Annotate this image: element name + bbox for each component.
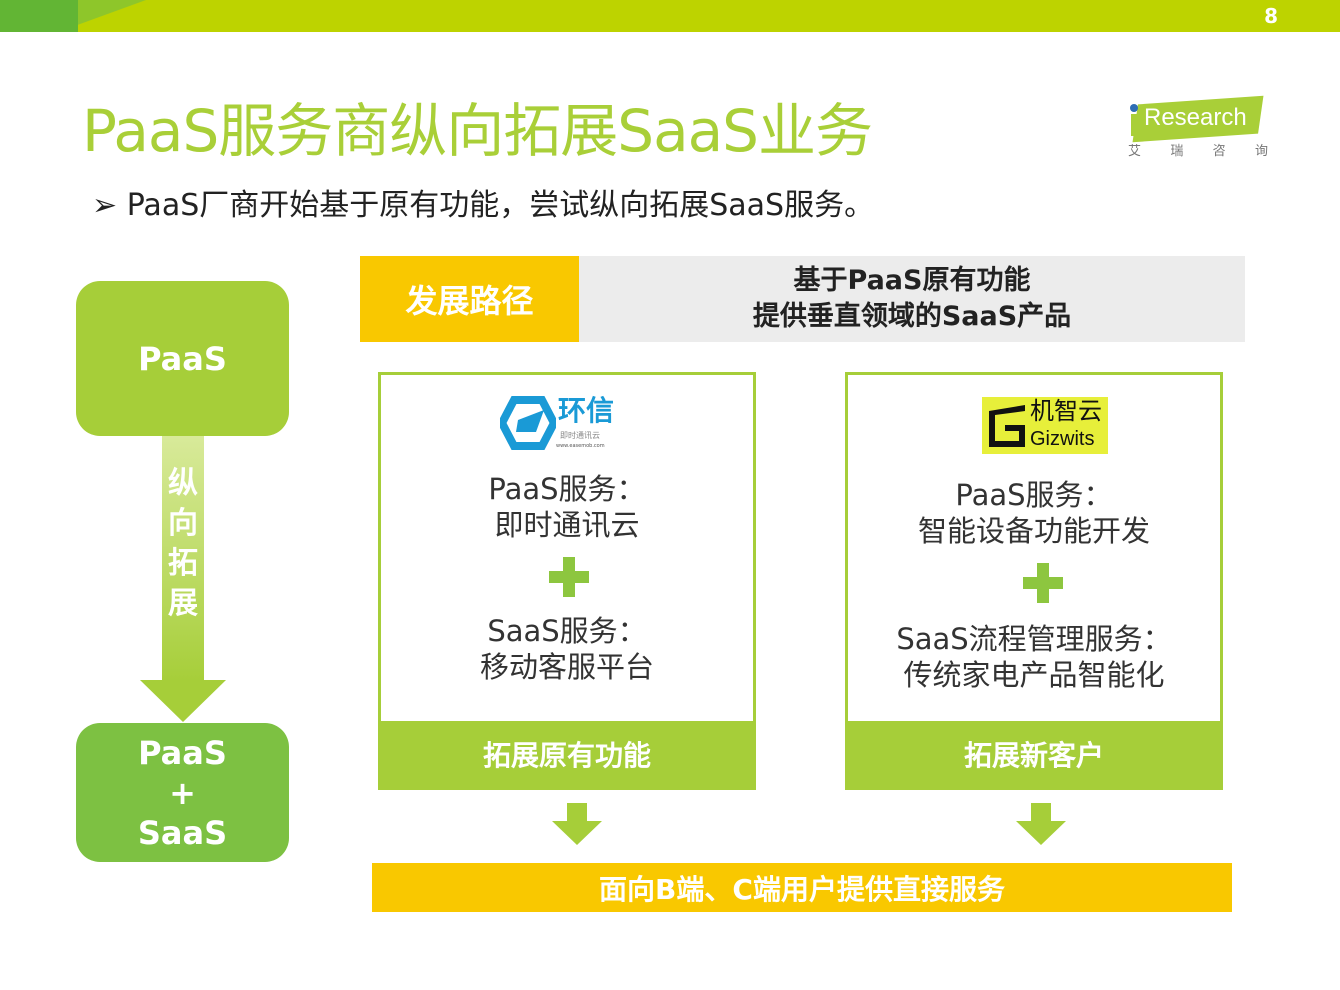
page-number: 8 [1264, 4, 1278, 28]
logo-cn-text: 机智云 [1030, 397, 1102, 425]
vertical-expand-text: 纵 向 拓 展 [162, 464, 204, 624]
slide-title: PaaS服务商纵向拓展SaaS业务 [82, 97, 873, 165]
paas-value: 智能设备功能开发 [917, 514, 1150, 548]
logo-cn-text: 环信 [558, 394, 615, 427]
combo-line: + [169, 773, 196, 812]
logo-text: Research [1144, 104, 1247, 131]
path-label: 发展路径 [360, 256, 579, 342]
gizwits-logo: 机智云 Gizwits [982, 397, 1108, 454]
arrow-char: 纵 [168, 466, 198, 501]
arrow-char: 展 [168, 586, 198, 621]
saas-label: SaaS服务： [487, 614, 647, 648]
gizwits-g-icon [989, 405, 1025, 447]
logo-i [1131, 114, 1137, 136]
paas-box: PaaS [76, 281, 289, 436]
paas-label: PaaS服务： [955, 478, 1113, 512]
logo-cn-char: 询 [1254, 144, 1268, 159]
easemob-card: PaaS服务： 即时通讯云 SaaS服务： 移动客服平台 拓展原有功能 [378, 372, 756, 790]
combo-line: PaaS [138, 733, 227, 772]
logo-dot [1130, 104, 1138, 112]
arrow-char: 拓 [168, 546, 198, 581]
combo-line: SaaS [137, 813, 228, 852]
banner-slant [78, 0, 158, 32]
paas-value: 即时通讯云 [494, 508, 640, 542]
arrow-shaft [162, 436, 204, 682]
saas-label: SaaS流程管理服务： [896, 622, 1172, 656]
paas-label: PaaS服务： [488, 472, 646, 506]
logo-sub: 即时通讯云 [560, 431, 600, 440]
logo-cn: 艾 瑞 咨 询 [1128, 144, 1268, 160]
paas-service: PaaS服务： 智能设备功能开发 [848, 477, 1220, 549]
path-desc-line: 提供垂直领域的SaaS产品 [752, 301, 1072, 332]
logo-url: www.easemob.com [556, 443, 605, 449]
development-path-header: 发展路径 基于PaaS原有功能 提供垂直领域的SaaS产品 [360, 256, 1245, 342]
direct-service-bar: 面向B端、C端用户提供直接服务 [372, 863, 1232, 912]
logo-cn-char: 艾 [1128, 144, 1142, 159]
plus-icon [1023, 563, 1063, 603]
gizwits-card: PaaS服务： 智能设备功能开发 SaaS流程管理服务： 传统家电产品智能化 拓… [845, 372, 1223, 790]
saas-service: SaaS服务： 移动客服平台 [381, 613, 753, 685]
path-desc-line: 基于PaaS原有功能 [793, 265, 1031, 296]
bullet-label: PaaS厂商开始基于原有功能，尝试纵向拓展SaaS服务。 [126, 188, 875, 223]
plus-icon [549, 557, 589, 597]
hexagon-icon [497, 396, 559, 450]
down-arrow-icon [1016, 803, 1066, 845]
logo-en-text: Gizwits [1030, 428, 1095, 450]
bullet-text: ➢ PaaS厂商开始基于原有功能，尝试纵向拓展SaaS服务。 [92, 186, 874, 226]
saas-value: 移动客服平台 [479, 650, 654, 684]
top-banner: 8 [0, 0, 1340, 32]
arrow-bullet-icon: ➢ [92, 188, 127, 223]
banner-accent [0, 0, 78, 32]
card-footer: 拓展原有功能 [381, 721, 753, 787]
logo-cn-char: 瑞 [1170, 144, 1184, 159]
paas-saas-box: PaaS + SaaS [76, 723, 289, 862]
logo-cn-char: 咨 [1212, 144, 1226, 159]
paas-service: PaaS服务： 即时通讯云 [381, 471, 753, 543]
saas-service: SaaS流程管理服务： 传统家电产品智能化 [848, 621, 1220, 693]
down-arrow-icon [552, 803, 602, 845]
card-footer: 拓展新客户 [848, 721, 1220, 787]
saas-value: 传统家电产品智能化 [903, 658, 1165, 692]
down-arrow-icon [140, 680, 226, 722]
path-description: 基于PaaS原有功能 提供垂直领域的SaaS产品 [579, 256, 1245, 342]
arrow-char: 向 [168, 506, 198, 541]
iresearch-logo: Research 艾 瑞 咨 询 [1128, 95, 1268, 166]
easemob-logo: 环信 即时通讯云 www.easemob.com [497, 394, 630, 454]
